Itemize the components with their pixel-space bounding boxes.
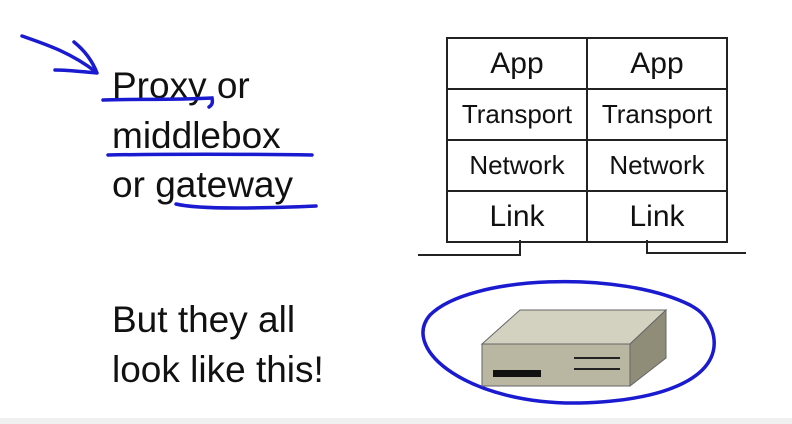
- stack-cell-link-right: Link: [586, 190, 728, 243]
- gateway-or: or: [112, 164, 156, 205]
- proxy-or: or: [206, 65, 250, 106]
- left-network-line: [418, 240, 521, 256]
- stack-cell-transport-right: Transport: [586, 88, 728, 141]
- stack-cell-app-right: App: [586, 37, 728, 90]
- stack-cell-link-left: Link: [446, 190, 588, 243]
- right-network-line: [646, 240, 746, 254]
- network-attachment-lines: [418, 240, 746, 256]
- stack-row-link: Link Link: [446, 190, 728, 243]
- caption-line-1: But they all: [112, 299, 296, 340]
- protocol-stack-table: App App Transport Transport Network Netw…: [446, 37, 728, 243]
- device-slot: [493, 370, 541, 377]
- stack-row-transport: Transport Transport: [446, 88, 728, 141]
- stack-cell-network-right: Network: [586, 139, 728, 192]
- middlebox-line: middlebox: [112, 115, 281, 156]
- gateway-underline: [174, 202, 318, 210]
- stack-cell-transport-left: Transport: [446, 88, 588, 141]
- stack-row-app: App App: [446, 37, 728, 90]
- ink-underlines: [101, 96, 318, 210]
- caption-line-2: look like this!: [112, 349, 324, 390]
- device-circle: [421, 279, 716, 405]
- proxy-underline: [101, 96, 215, 109]
- gateway-line: or gateway: [112, 161, 293, 209]
- stack-cell-app-left: App: [446, 37, 588, 90]
- network-box-icon: [480, 308, 668, 388]
- gateway-word: gateway: [155, 164, 293, 205]
- hand-drawn-arrow-icon: [20, 34, 99, 75]
- middlebox-underline: [106, 152, 314, 157]
- bottom-edge: [0, 418, 792, 424]
- stack-cell-network-left: Network: [446, 139, 588, 192]
- stack-row-network: Network Network: [446, 139, 728, 192]
